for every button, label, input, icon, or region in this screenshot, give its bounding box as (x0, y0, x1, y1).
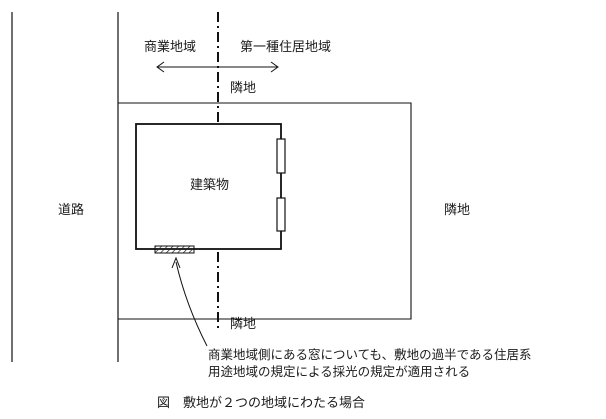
neighbor-label-top: 隣地 (230, 81, 257, 96)
note-leader-arrowhead (171, 256, 181, 269)
building-outline (135, 123, 282, 250)
window-right-upper (276, 138, 286, 174)
road-label: 道路 (58, 203, 85, 218)
window-commercial-side (154, 245, 195, 254)
neighbor-label-right: 隣地 (444, 203, 471, 218)
zone-arrow-left-head (156, 61, 165, 73)
window-right-lower (276, 197, 286, 232)
note-line-1: 商業地域側にある窓についても、敷地の過半である住居系 (208, 347, 532, 362)
building-label: 建築物 (190, 178, 230, 193)
figure-caption: 図 敷地が２つの地域にわたる場合 (157, 396, 366, 411)
zone-label-residential: 第一種住居地域 (240, 40, 332, 55)
site-boundary (118, 102, 412, 320)
note-line-2: 用途地域の規定による採光の規定が適用される (208, 364, 471, 379)
zone-arrow-right-head (270, 61, 279, 73)
note-leader-line (175, 261, 208, 347)
neighbor-label-bottom: 隣地 (230, 317, 257, 332)
zone-label-commercial: 商業地域 (144, 40, 197, 55)
